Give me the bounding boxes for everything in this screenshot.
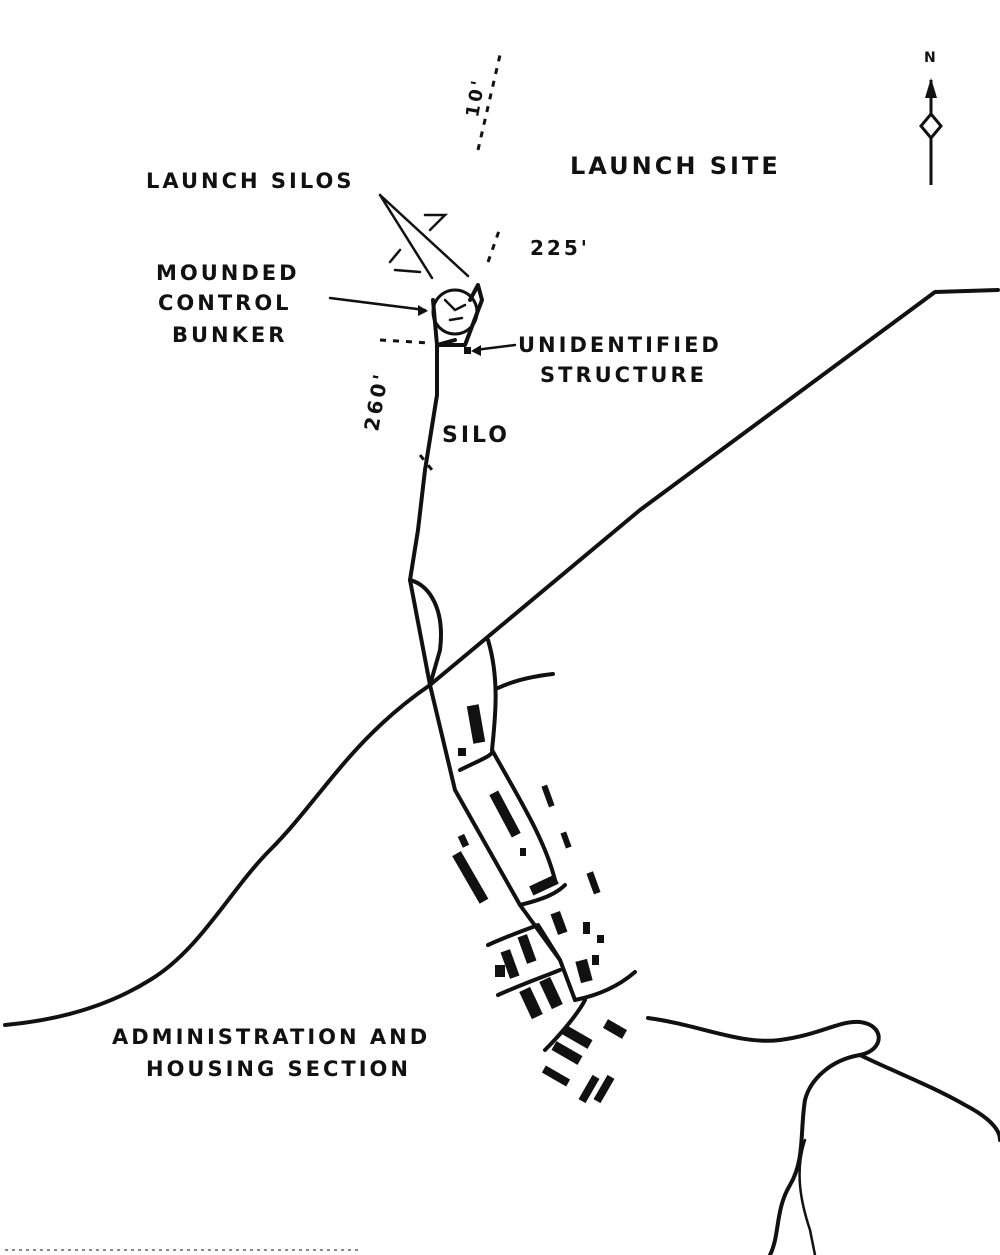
building bbox=[560, 831, 572, 849]
admin-cross-road-6 bbox=[543, 998, 587, 1052]
building bbox=[583, 922, 590, 934]
unidentified-structure bbox=[464, 347, 471, 354]
dim-260-label: 260' bbox=[359, 370, 393, 433]
unidentified-label-1: UNIDENTIFIED bbox=[518, 333, 722, 357]
river-bank bbox=[798, 1138, 817, 1255]
dim-10-line bbox=[476, 54, 502, 151]
building bbox=[551, 1041, 583, 1065]
admin-cross-road-1 bbox=[458, 748, 495, 772]
launch-complex bbox=[431, 283, 484, 397]
admin-cross-road-2 bbox=[518, 883, 567, 907]
access-road bbox=[408, 393, 577, 1002]
building bbox=[575, 958, 593, 984]
admin-road-east bbox=[486, 638, 557, 892]
building bbox=[541, 784, 555, 808]
silos-pointer bbox=[378, 193, 470, 280]
main-highway bbox=[3, 288, 1000, 1027]
silo-road-east bbox=[435, 283, 484, 347]
building bbox=[541, 1065, 571, 1087]
building bbox=[457, 833, 470, 848]
bunker-pointer bbox=[328, 296, 427, 312]
building bbox=[500, 949, 520, 979]
building bbox=[539, 976, 563, 1010]
silo-label: SILO bbox=[442, 423, 510, 448]
building bbox=[561, 1025, 593, 1049]
river bbox=[646, 1016, 881, 1255]
unidentified-pointer bbox=[473, 343, 517, 352]
building bbox=[550, 910, 568, 936]
dim-260-line bbox=[379, 338, 431, 345]
admin-cross-road-3 bbox=[486, 923, 562, 962]
building bbox=[489, 790, 521, 838]
building bbox=[520, 848, 526, 856]
admin-cross-road-4 bbox=[496, 968, 562, 997]
building bbox=[452, 851, 489, 904]
access-road-loop bbox=[408, 578, 443, 687]
building bbox=[466, 704, 486, 744]
building bbox=[529, 874, 559, 896]
north-arrow-icon bbox=[919, 78, 943, 185]
launch-silos-label: LAUNCH SILOS bbox=[146, 169, 354, 193]
building bbox=[517, 934, 537, 964]
building bbox=[597, 935, 604, 943]
river-branch bbox=[858, 1053, 1000, 1142]
building bbox=[586, 871, 601, 895]
bunker-label-1: MOUNDED bbox=[156, 261, 300, 285]
north-label: N bbox=[924, 50, 939, 66]
launch-site-label: LAUNCH SITE bbox=[570, 152, 781, 180]
building bbox=[593, 1074, 615, 1104]
unidentified-label-2: STRUCTURE bbox=[540, 363, 707, 387]
dim-225-line bbox=[486, 227, 502, 263]
building bbox=[495, 965, 505, 977]
admin-road-spur bbox=[496, 672, 555, 690]
building bbox=[519, 986, 543, 1020]
building bbox=[592, 955, 599, 965]
admin-label-1: ADMINISTRATION AND bbox=[112, 1025, 430, 1049]
dim-225-label: 225' bbox=[530, 236, 590, 260]
admin-buildings bbox=[452, 704, 628, 1104]
admin-label-2: HOUSING SECTION bbox=[146, 1057, 411, 1081]
building bbox=[578, 1074, 600, 1104]
admin-cross-road-5 bbox=[573, 970, 637, 1002]
bunker-label-2: CONTROL bbox=[158, 291, 292, 315]
bunker-label-3: BUNKER bbox=[172, 323, 287, 347]
dim-10-label: 10' bbox=[462, 76, 490, 119]
building bbox=[458, 748, 466, 756]
building bbox=[602, 1019, 628, 1039]
